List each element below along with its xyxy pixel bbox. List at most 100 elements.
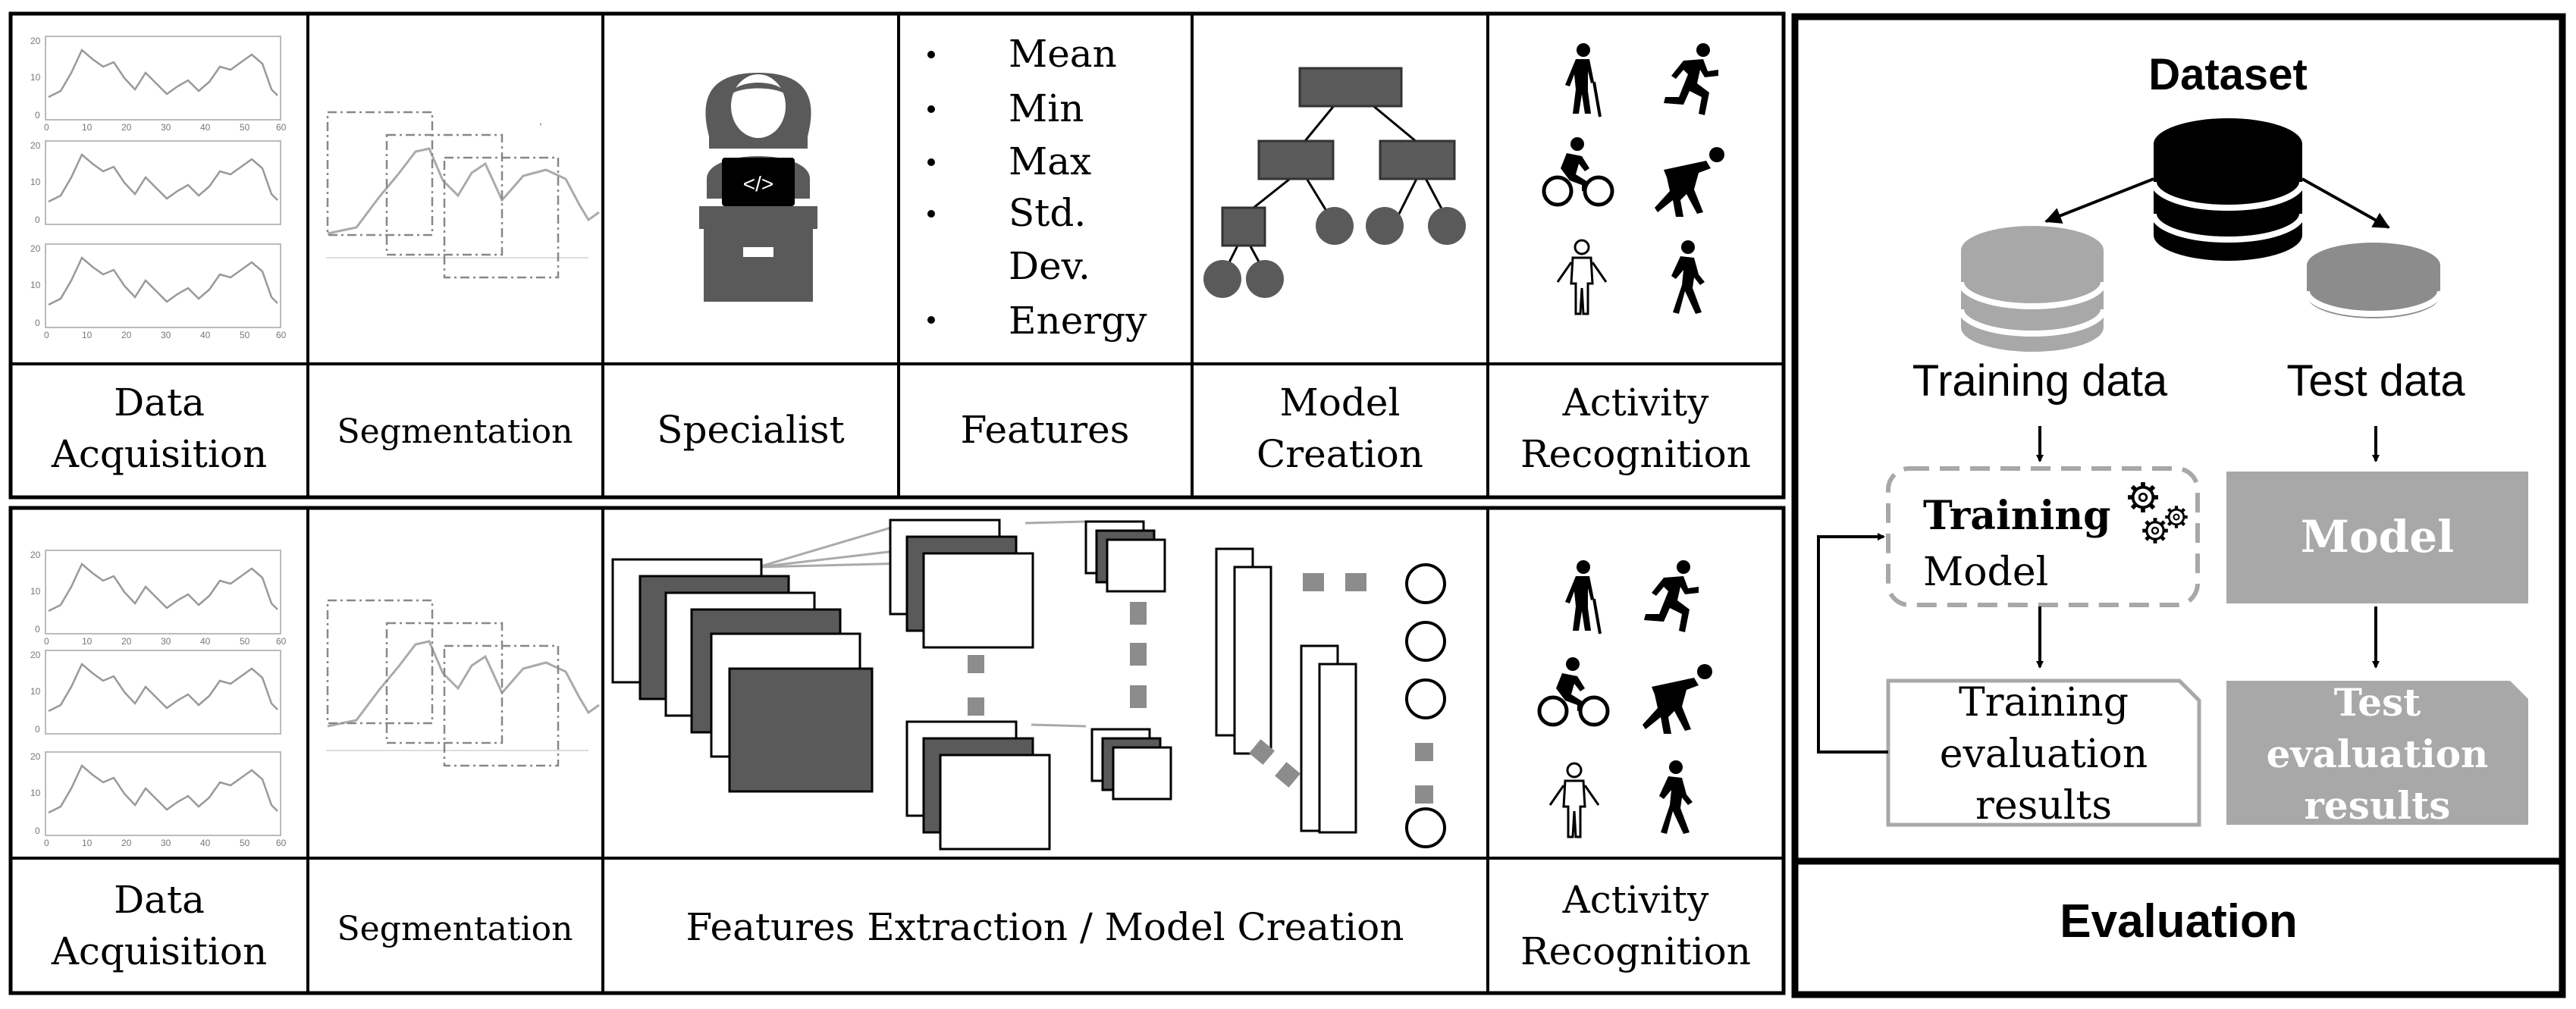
bullet-icon <box>927 158 935 166</box>
bottom-pipeline: 20 10 0 20 10 0 20 10 0 0 10 20 30 40 50… <box>8 506 1786 995</box>
x-tick: 50 <box>240 330 250 340</box>
model-box-label: Model <box>2301 511 2454 562</box>
data-acquisition-plots-bottom: 20 10 0 20 10 0 20 10 0 0 10 20 30 40 50… <box>30 549 287 848</box>
training-box-line1: Training <box>1923 493 2110 539</box>
x-tick: 0 <box>44 330 49 340</box>
x-tick: 60 <box>276 330 287 340</box>
y-tick: 0 <box>35 110 40 121</box>
top-pipeline: 20 10 0 20 10 0 20 10 0 0 10 20 30 40 50… <box>8 11 1786 500</box>
specialist-icon: </> <box>699 73 817 302</box>
falling-person-icon <box>1643 664 1712 734</box>
test-data-label: Test data <box>2286 356 2465 406</box>
runner-icon <box>1644 560 1699 632</box>
feature-max: Max <box>1009 139 1091 183</box>
label-activity-line1: Activity <box>1562 381 1710 425</box>
x-tick: 20 <box>121 122 132 133</box>
standing-person-icon <box>1556 239 1608 315</box>
x-tick: 40 <box>200 330 211 340</box>
label-features-extraction: Features Extraction / Model Creation <box>686 905 1404 949</box>
test-results-line2: evaluation <box>2267 732 2489 776</box>
cnn-architecture-icon <box>611 519 1446 851</box>
bullet-icon <box>927 51 935 58</box>
x-tick: 20 <box>121 330 132 340</box>
test-results-box: Test evaluation results <box>2226 680 2528 828</box>
decision-tree-icon <box>1203 67 1466 298</box>
person-cane-icon <box>1564 559 1602 635</box>
training-results-line2: evaluation <box>1940 732 2148 777</box>
y-tick: 0 <box>35 624 40 635</box>
label-segmentation: Segmentation <box>337 910 573 948</box>
training-data-label: Training data <box>1912 356 2168 406</box>
feature-min: Min <box>1009 86 1084 130</box>
x-tick: 10 <box>82 330 93 340</box>
x-tick: 50 <box>240 122 250 133</box>
label-specialist: Specialist <box>657 408 844 452</box>
bullet-icon <box>927 105 935 113</box>
label-activity-line1: Activity <box>1562 878 1710 922</box>
walking-person-icon <box>1671 240 1705 314</box>
y-tick: 0 <box>35 826 40 836</box>
x-tick: 20 <box>121 838 132 848</box>
x-tick: 40 <box>200 122 211 133</box>
x-tick: 50 <box>240 838 250 848</box>
walking-person-icon <box>1659 760 1693 834</box>
training-results-box: Training evaluation results <box>1886 678 2201 829</box>
x-tick: 30 <box>161 122 171 133</box>
x-tick: 40 <box>200 636 211 647</box>
x-tick: 0 <box>44 636 49 647</box>
training-box-line2: Model <box>1923 550 2048 595</box>
activity-icons-bottom <box>1539 559 1712 838</box>
feedback-loop-arrow <box>1817 533 1888 754</box>
label-model-line1: Model <box>1280 381 1401 425</box>
y-tick: 0 <box>35 318 40 328</box>
x-tick: 60 <box>276 636 287 647</box>
bullet-icon <box>927 316 935 324</box>
label-activity-line2: Recognition <box>1520 432 1751 476</box>
x-tick: 60 <box>276 838 287 848</box>
dataset-label: Dataset <box>2148 50 2308 99</box>
y-tick: 20 <box>30 140 41 151</box>
y-tick: 20 <box>30 650 41 660</box>
test-db-icon <box>2304 243 2443 318</box>
person-cane-icon <box>1564 42 1602 118</box>
label-features: Features <box>961 408 1130 452</box>
feature-std: Std. <box>1009 191 1086 235</box>
x-tick: 30 <box>161 636 171 647</box>
label-data-acquisition-line2: Acquisition <box>51 929 267 973</box>
training-db-icon <box>1958 226 2107 352</box>
feature-mean: Mean <box>1009 32 1117 76</box>
data-acquisition-plots-top: 20 10 0 20 10 0 20 10 0 0 10 20 30 40 50… <box>30 35 287 340</box>
y-tick: 20 <box>30 36 41 46</box>
x-tick: 30 <box>161 838 171 848</box>
y-tick: 20 <box>30 243 41 254</box>
label-segmentation: Segmentation <box>337 412 573 451</box>
x-tick: 50 <box>240 636 250 647</box>
training-model-box: Training Model <box>1886 466 2200 607</box>
x-tick: 10 <box>82 636 93 647</box>
x-tick: 0 <box>44 122 49 133</box>
cyclist-icon <box>1539 657 1608 725</box>
x-tick: 20 <box>121 636 132 647</box>
x-tick: 0 <box>44 838 49 848</box>
x-tick: 10 <box>82 122 93 133</box>
evaluation-panel: Evaluation Dataset Training data Test <box>1791 13 2566 998</box>
standing-person-icon <box>1548 762 1600 838</box>
test-results-line3: results <box>2305 783 2451 828</box>
features-list: Mean Min Max Std. Dev. Energy <box>927 32 1147 343</box>
x-tick: 10 <box>82 838 93 848</box>
y-tick: 10 <box>30 788 41 798</box>
feature-dev: Dev. <box>1009 244 1090 288</box>
x-tick: 30 <box>161 330 171 340</box>
activity-icons-top <box>1544 42 1724 315</box>
y-tick: 0 <box>35 215 40 225</box>
y-tick: 20 <box>30 751 41 762</box>
y-tick: 10 <box>30 280 41 290</box>
label-data-acquisition-line2: Acquisition <box>51 432 267 476</box>
runner-icon <box>1664 43 1718 115</box>
training-results-line3: results <box>1975 783 2112 829</box>
y-tick: 0 <box>35 724 40 735</box>
dataset-icon <box>2151 118 2305 261</box>
label-data-acquisition-line1: Data <box>114 381 205 425</box>
code-icon-text: </> <box>743 172 773 196</box>
